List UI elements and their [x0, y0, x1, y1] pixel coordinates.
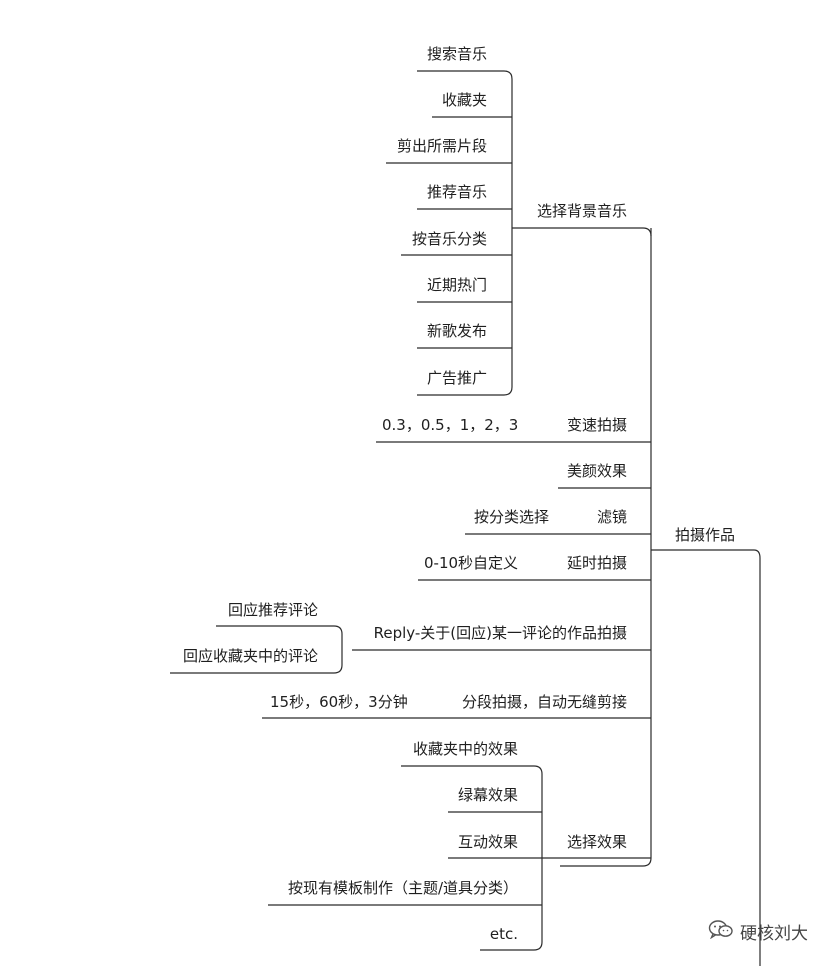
- node-template: 按现有模板制作（主题/道具分类）: [288, 879, 518, 897]
- node-green-screen: 绿幕效果: [458, 786, 518, 804]
- node-reply: Reply-关于(回应)某一评论的作品拍摄: [374, 624, 627, 642]
- node-segment-values: 15秒，60秒，3分钟: [270, 693, 408, 711]
- node-bgm: 选择背景音乐: [537, 202, 627, 220]
- wechat-icon: [708, 919, 734, 944]
- connector-reply-bracket: [170, 625, 343, 674]
- node-root: 拍摄作品: [675, 526, 735, 544]
- node-speed: 变速拍摄: [567, 416, 627, 434]
- node-timer-value: 0-10秒自定义: [424, 554, 518, 572]
- node-speed-values: 0.3，0.5，1，2，3: [382, 416, 518, 434]
- node-recent-hot: 近期热门: [427, 276, 487, 294]
- watermark: 硬核刘大: [708, 919, 808, 944]
- node-fav-effects: 收藏夹中的效果: [413, 740, 518, 758]
- node-segment: 分段拍摄，自动无缝剪接: [462, 693, 627, 711]
- connector-root-out: [651, 549, 761, 966]
- node-favorites: 收藏夹: [442, 91, 487, 109]
- node-filter-category: 按分类选择: [474, 508, 549, 526]
- node-filter: 滤镜: [597, 508, 627, 526]
- node-cut-clip: 剪出所需片段: [397, 137, 487, 155]
- node-new-songs: 新歌发布: [427, 322, 487, 340]
- node-timer: 延时拍摄: [567, 554, 627, 572]
- node-interactive-effects: 互动效果: [458, 833, 518, 851]
- node-recommended-music: 推荐音乐: [427, 183, 487, 201]
- connector-bgm-bracket: [417, 70, 513, 396]
- watermark-text: 硬核刘大: [740, 924, 808, 944]
- node-etc: etc.: [490, 925, 518, 943]
- node-music-category: 按音乐分类: [412, 230, 487, 248]
- node-effect: 选择效果: [567, 833, 627, 851]
- connector-root: [560, 228, 652, 867]
- connector-bgm: [512, 227, 652, 237]
- node-reply-favorites: 回应收藏夹中的评论: [183, 647, 318, 665]
- node-beauty: 美颜效果: [567, 462, 627, 480]
- node-reply-recommended: 回应推荐评论: [228, 601, 318, 619]
- node-ad-promotion: 广告推广: [427, 369, 487, 387]
- node-search-music: 搜索音乐: [427, 45, 487, 63]
